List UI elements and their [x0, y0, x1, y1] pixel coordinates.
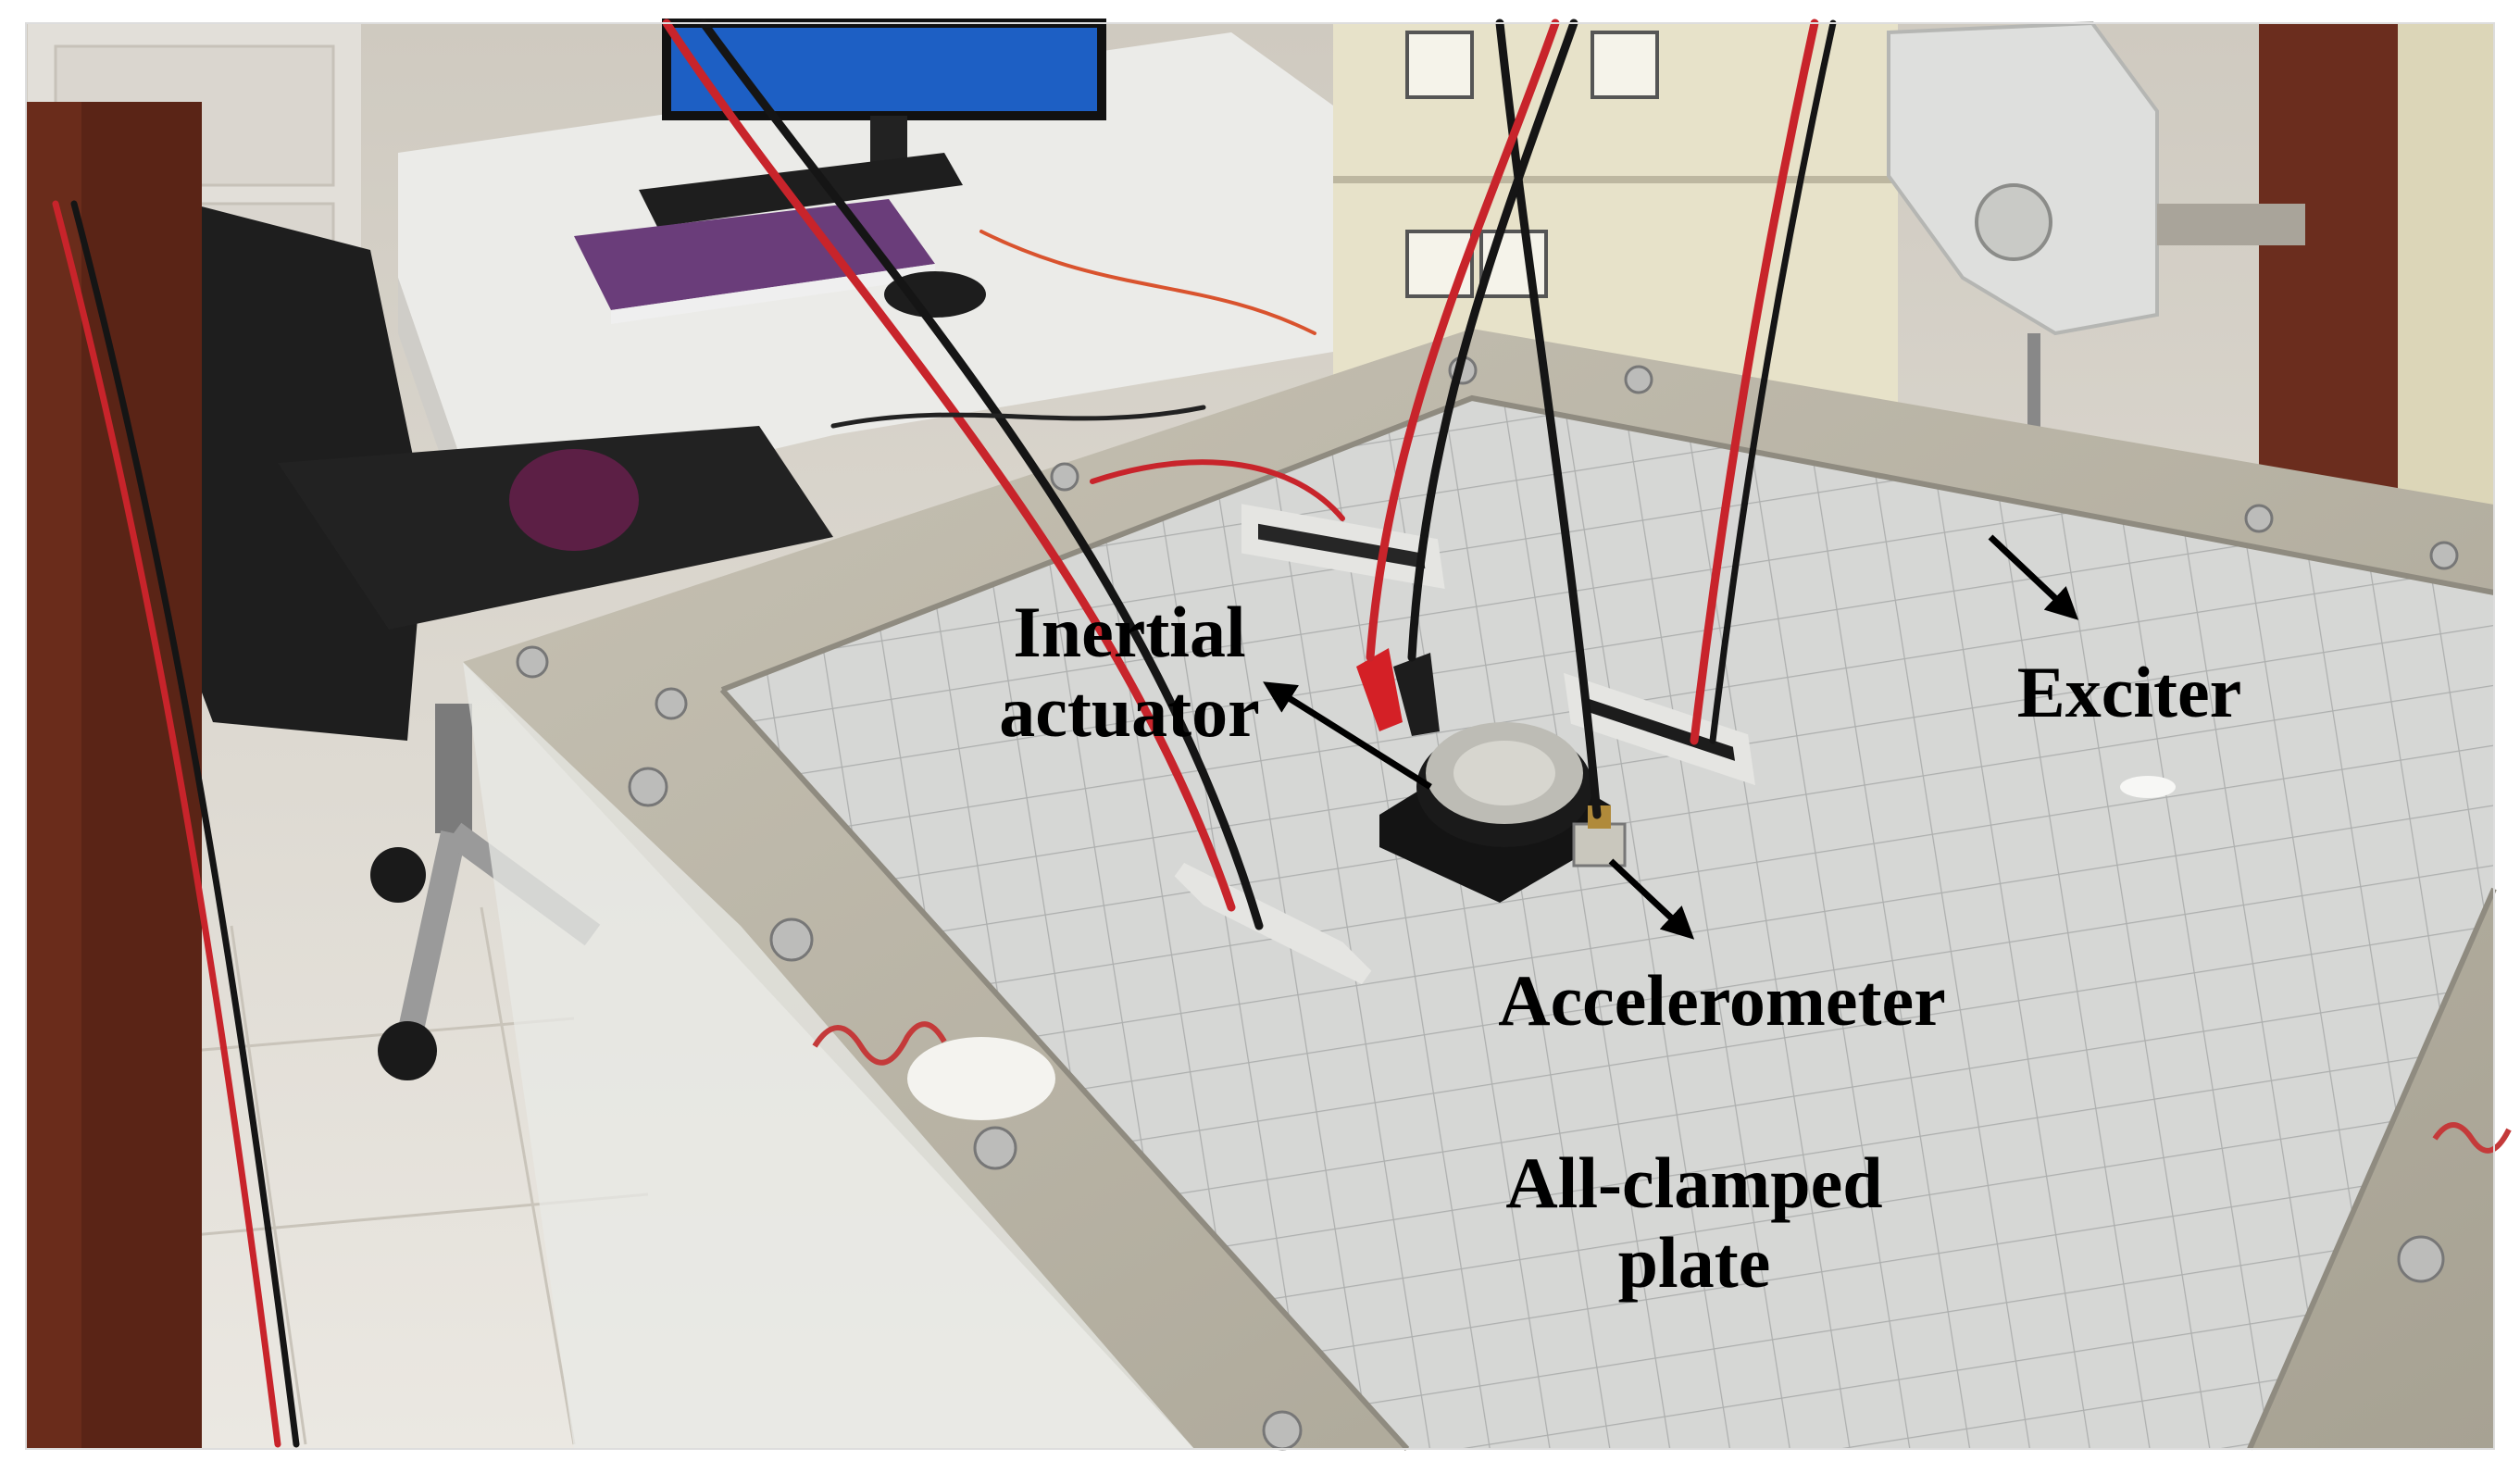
accelerometer-label-text: Accelerometer — [1498, 960, 1946, 1041]
marker-scribble — [812, 1021, 947, 1066]
inertial-actuator-device — [1379, 722, 1611, 903]
all-clamped-plate-label-line2: plate — [1617, 1222, 1771, 1303]
monitor — [667, 23, 1102, 116]
accelerometer-device — [1572, 805, 1627, 868]
keyboard — [639, 153, 963, 227]
all-clamped-plate-label-line1: All-clamped — [1505, 1142, 1883, 1223]
annotation-arrows — [1263, 534, 2079, 940]
inertial-actuator-arrow — [1263, 681, 1432, 790]
accelerometer-arrow — [1608, 858, 1695, 940]
inertial-actuator-label-line2: actuator — [999, 671, 1260, 752]
accelerometer-label: Accelerometer — [1435, 961, 2009, 1041]
frame-bolts — [516, 356, 2459, 1451]
inertial-actuator-label-line1: Inertial — [1013, 592, 1246, 672]
acrylic-wall — [463, 662, 1194, 1449]
exciter-arrow — [1988, 534, 2079, 620]
door — [2259, 23, 2398, 505]
book — [574, 199, 935, 310]
exciter-label: Exciter — [1963, 653, 2296, 732]
mouse — [884, 271, 986, 318]
inertial-actuator-label: Inertial actuator — [954, 593, 1305, 752]
all-clamped-plate-label: All-clamped plate — [1453, 1143, 1935, 1303]
exciter-label-text: Exciter — [2016, 652, 2242, 732]
piezo-patches — [1174, 504, 1755, 985]
wires — [52, 19, 1837, 1448]
